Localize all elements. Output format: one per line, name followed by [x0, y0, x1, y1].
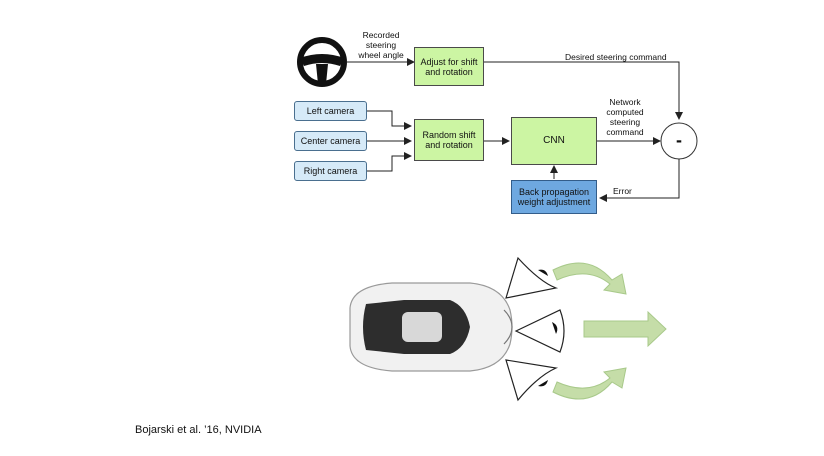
right-camera-box: Right camera: [294, 161, 367, 181]
backprop-box: Back propagation weight adjustment: [511, 180, 597, 214]
center-camera-box: Center camera: [294, 131, 367, 151]
arrow-right-camera: [367, 152, 412, 172]
network-command-label: Network computed steering command: [606, 97, 644, 137]
camera-view-cone: [505, 256, 565, 402]
left-camera-box: Left camera: [294, 101, 367, 121]
straight-arrow: [583, 310, 667, 348]
recorded-angle-label: Recorded steering wheel angle: [358, 30, 404, 60]
steering-wheel-icon: [297, 37, 347, 87]
random-shift-rotation-box: Random shift and rotation: [414, 119, 484, 161]
adjust-shift-rotation-box: Adjust for shift and rotation: [414, 47, 484, 86]
curved-arrow: [552, 367, 627, 400]
arrow-error: [599, 159, 680, 202]
arrow-left-camera: [367, 110, 412, 130]
arrow-desired-command: [484, 61, 683, 120]
citation: Bojarski et al. ’16, NVIDIA: [135, 424, 262, 436]
cnn-box: CNN: [511, 117, 597, 165]
curved-arrow: [552, 262, 627, 295]
error-label: Error: [613, 186, 632, 196]
minus-sign: -: [676, 130, 682, 150]
car-top-view: [349, 282, 513, 372]
desired-command-label: Desired steering command: [565, 52, 667, 62]
